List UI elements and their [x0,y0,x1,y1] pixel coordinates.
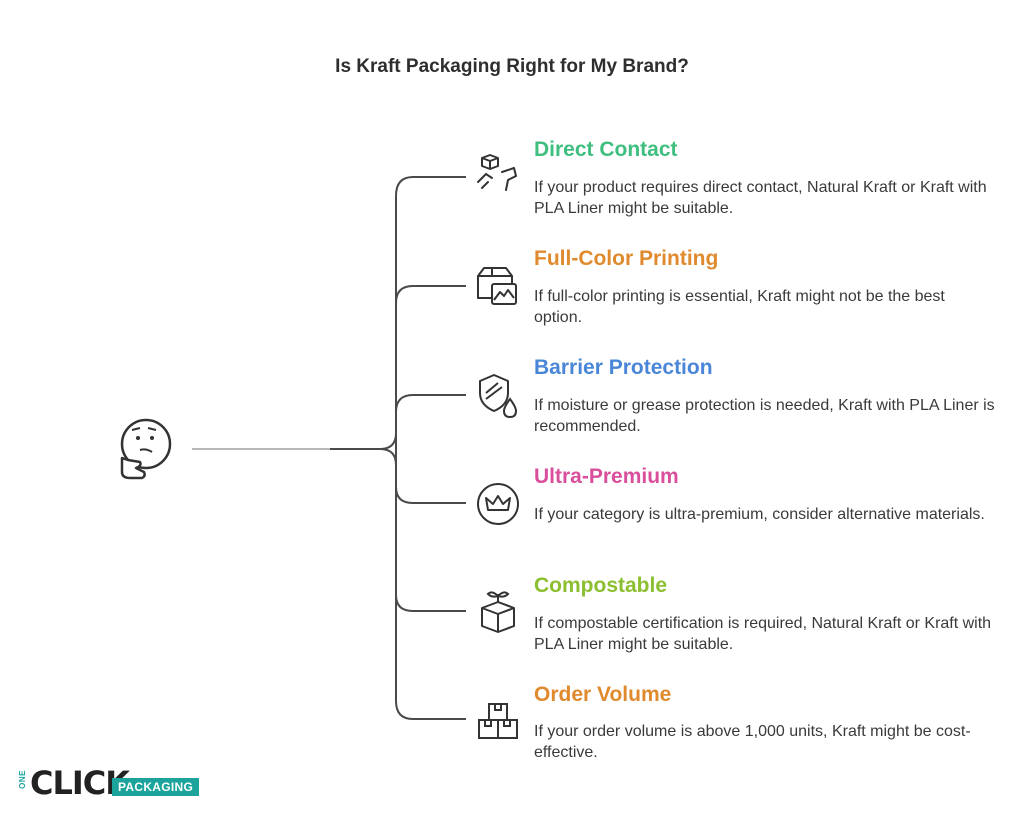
item-title-barrier-protection: Barrier Protection [534,356,713,379]
stacked-boxes-icon [478,703,518,739]
oneclick-packaging-logo: ONE CLICK PACKAGING [18,764,200,802]
item-title-order-volume: Order Volume [534,683,672,706]
item-desc-order-volume: If your order volume is above 1,000 unit… [534,723,971,761]
logo-packaging-text: PACKAGING [112,778,200,796]
box-image-icon [477,267,517,305]
item-desc-barrier-protection: If moisture or grease protection is need… [534,397,995,435]
diagram-title: Is Kraft Packaging Right for My Brand? [335,56,689,77]
logo-one-text: ONE [18,770,27,789]
item-desc-full-color-printing: If full-color printing is essential, Kra… [534,288,945,326]
item-title-compostable: Compostable [534,574,668,597]
item-title-direct-contact: Direct Contact [534,138,678,161]
contact-shipping-icon [477,154,517,191]
crown-icon [477,483,519,525]
item-desc-direct-contact: If your product requires direct contact,… [534,179,987,217]
item-title-ultra-premium: Ultra-Premium [534,465,679,488]
item-desc-ultra-premium: If your category is ultra-premium, consi… [534,506,985,523]
item-title-full-color-printing: Full-Color Printing [534,247,719,270]
thinking-face-icon [120,418,172,480]
shield-drop-icon [479,374,518,419]
item-desc-compostable: If compostable certification is required… [534,615,992,653]
sprout-box-icon [481,591,515,633]
